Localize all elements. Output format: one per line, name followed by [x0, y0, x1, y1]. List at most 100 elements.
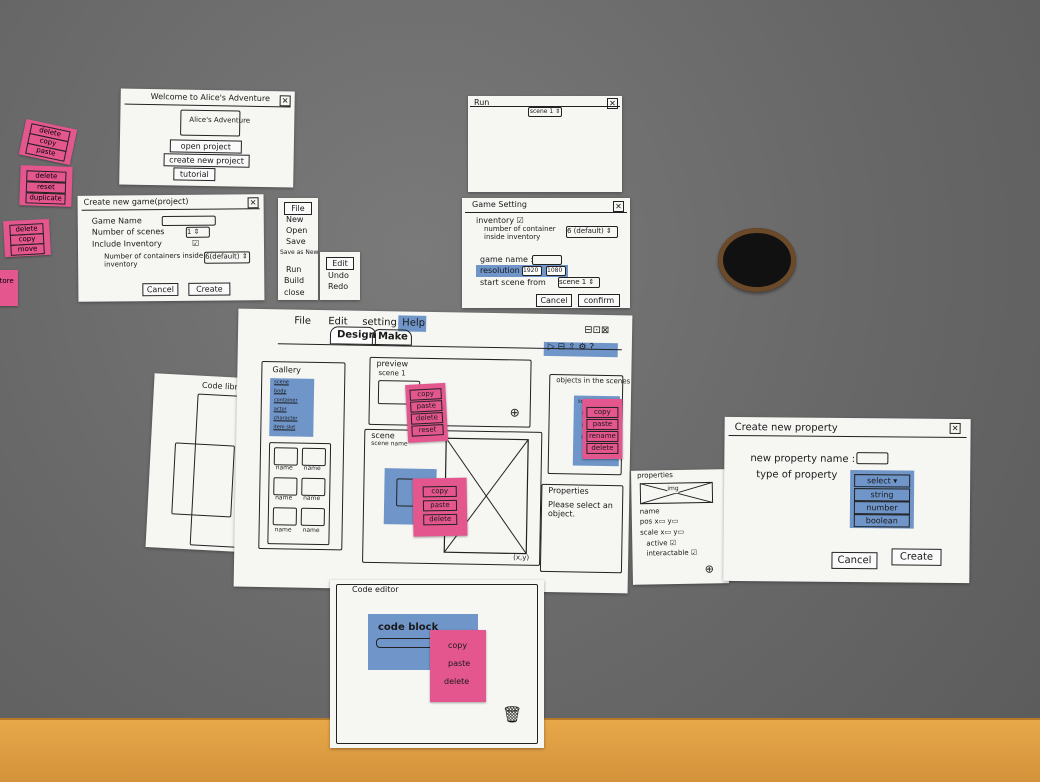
code-library-blocks[interactable]	[171, 442, 235, 518]
context-menu-item[interactable]: copy	[586, 406, 619, 418]
preview-panel: preview scene 1 ⊕	[368, 356, 532, 428]
containers-select[interactable]: 6 (default) ⇕	[566, 226, 618, 238]
edit-menu-title[interactable]: Edit	[326, 257, 354, 270]
close-icon[interactable]: ✕	[949, 422, 961, 434]
gallery-thumbnails: name name name name name name	[267, 442, 332, 546]
tab-design[interactable]: Design	[329, 326, 377, 345]
menu-item-open[interactable]: Open	[286, 226, 308, 235]
context-menu-item[interactable]: rename	[586, 430, 619, 442]
start-scene-label: start scene from	[480, 278, 546, 287]
objects-title: objects in the scenes	[556, 376, 631, 386]
game-name-input[interactable]	[161, 215, 216, 227]
property-name-input[interactable]	[856, 452, 889, 465]
resolution-label: resolution	[480, 266, 520, 275]
coordinates-readout: (x,y)	[513, 553, 530, 562]
close-icon[interactable]: ✕	[613, 201, 624, 212]
gallery-list-item[interactable]: character	[273, 415, 298, 422]
context-menu-item[interactable]: delete	[586, 442, 619, 454]
type-option-boolean[interactable]: boolean	[853, 514, 910, 528]
code-editor-title: Code editor	[352, 585, 399, 594]
context-menu-objects: copy paste rename delete	[582, 398, 623, 459]
scenes-stepper[interactable]: 1 ⇕	[185, 226, 210, 238]
scale-y-input[interactable]: ▭	[677, 527, 685, 537]
pos-x-input[interactable]: ▭	[658, 517, 666, 526]
type-option-select[interactable]: select ▾	[854, 474, 911, 488]
menu-item-build[interactable]: Build	[284, 276, 305, 285]
gallery-list-item[interactable]: scene	[274, 379, 289, 386]
run-title: Run	[474, 98, 490, 107]
context-menu-item[interactable]: reset	[411, 424, 444, 437]
menu-item-redo[interactable]: Redo	[328, 282, 349, 291]
code-block-label: code block	[378, 622, 439, 633]
properties-panel: Properties Please select an object.	[539, 483, 624, 574]
open-project-button[interactable]: open project	[169, 139, 242, 154]
gallery-list-item[interactable]: body	[273, 388, 287, 395]
cancel-button[interactable]: Cancel	[142, 282, 179, 297]
resolution-width-input[interactable]: 1920	[522, 266, 542, 276]
tab-make[interactable]: Make	[371, 328, 413, 346]
confirm-button[interactable]: confirm	[578, 294, 620, 307]
resolution-height-input[interactable]: 1080	[546, 266, 566, 276]
context-menu-item[interactable]: paste	[422, 499, 458, 512]
add-scene-icon[interactable]: ⊕	[509, 405, 520, 420]
close-icon[interactable]: ✕	[607, 98, 618, 109]
containers-select[interactable]: 6(default) ⇕	[204, 251, 251, 264]
cancel-button[interactable]: Cancel	[536, 294, 572, 307]
window-controls-icon[interactable]: ⊟⊡⊠	[584, 324, 610, 337]
context-menu-item[interactable]: copy	[448, 641, 468, 650]
context-menu-item[interactable]: paste	[448, 659, 471, 668]
thumbnail-label: name	[302, 526, 320, 535]
active-label: active	[646, 539, 668, 548]
context-menu-item[interactable]: paste	[410, 400, 443, 413]
menu-item-close[interactable]: close	[284, 288, 305, 297]
create-button[interactable]: Create	[188, 282, 231, 296]
menu-item-undo[interactable]: Undo	[328, 271, 349, 280]
trash-icon[interactable]: 🗑	[502, 705, 523, 724]
thumbnail[interactable]	[272, 507, 297, 526]
context-menu-item[interactable]: delete	[423, 513, 458, 526]
create-project-button[interactable]: create new project	[163, 153, 250, 168]
gallery-list-item[interactable]: item slot	[273, 424, 296, 431]
gallery-panel: Gallery scene body container actor chara…	[258, 360, 346, 551]
scale-x-input[interactable]: ▭	[664, 528, 672, 537]
menu-item-new[interactable]: New	[286, 215, 304, 224]
context-menu-item[interactable]: copy	[409, 388, 442, 401]
file-menu-title[interactable]: File	[284, 202, 312, 215]
table-hole	[718, 228, 796, 292]
type-option-string[interactable]: string	[853, 488, 911, 502]
inventory-checkbox[interactable]: ☑	[191, 238, 200, 248]
menu-item-run[interactable]: Run	[286, 265, 302, 274]
create-button[interactable]: Create	[891, 548, 942, 566]
tutorial-button[interactable]: tutorial	[173, 167, 216, 182]
pos-y-input[interactable]: ▭	[671, 517, 679, 526]
active-checkbox[interactable]: ☑	[669, 539, 677, 548]
menu-help[interactable]: Help	[402, 317, 426, 329]
close-icon[interactable]: ✕	[279, 95, 291, 107]
image-placeholder	[639, 481, 714, 505]
context-menu-item[interactable]: paste	[586, 418, 619, 430]
property-name-label: new property name :	[750, 453, 856, 466]
scene-select[interactable]: scene 1 ⇕	[528, 107, 562, 117]
thumbnail[interactable]	[273, 477, 298, 496]
gallery-list-item[interactable]: actor	[273, 406, 287, 413]
start-scene-select[interactable]: scene 1 ⇕	[558, 277, 600, 288]
thumbnail[interactable]	[301, 477, 326, 497]
menu-item-save-as-new[interactable]: Save as New	[280, 249, 319, 256]
thumbnail[interactable]	[300, 507, 325, 527]
close-icon[interactable]: ✕	[247, 197, 259, 209]
menu-file[interactable]: File	[294, 315, 312, 327]
inventory-checkbox[interactable]: ☑	[516, 216, 524, 225]
add-property-icon[interactable]: ⊕	[704, 562, 715, 576]
tab-make-label: Make	[377, 331, 408, 343]
context-menu-item[interactable]: delete	[444, 677, 470, 686]
game-name-input[interactable]	[532, 255, 562, 265]
thumbnail[interactable]	[273, 447, 299, 466]
gallery-list-item[interactable]: container	[273, 397, 298, 404]
menu-item-save[interactable]: Save	[286, 237, 306, 246]
context-menu-item[interactable]: delete	[410, 412, 444, 425]
context-menu-item[interactable]: copy	[422, 485, 457, 498]
type-option-number[interactable]: number	[853, 501, 910, 515]
cancel-button[interactable]: Cancel	[831, 551, 878, 570]
interactable-checkbox[interactable]: ☑	[690, 548, 698, 557]
thumbnail[interactable]	[301, 447, 327, 467]
